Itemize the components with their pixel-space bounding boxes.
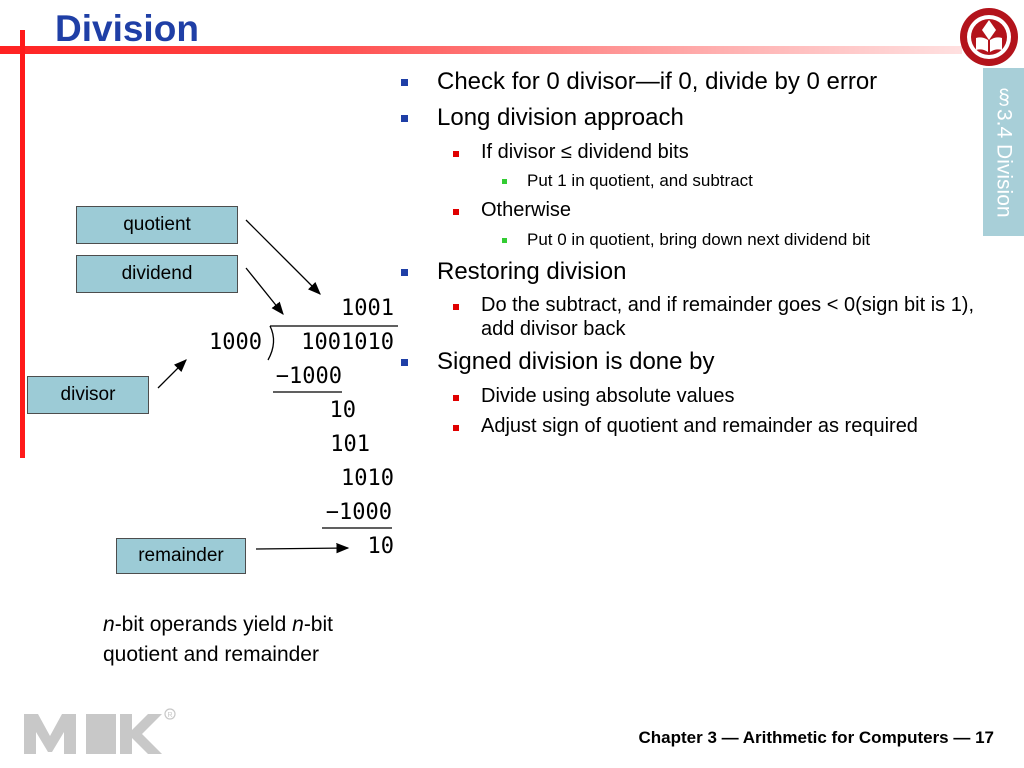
slide-footer: Chapter 3 — Arithmetic for Computers — 1… (638, 728, 995, 747)
bullet-item: Put 0 in quotient, bring down next divid… (396, 230, 986, 250)
caption-text: -bit (303, 613, 333, 636)
bullet-item: Long division approach (396, 104, 986, 132)
section-tab-label: §3.4 Division (992, 86, 1016, 218)
division-step: 1010 (341, 466, 394, 491)
caption: n-bit operands yield n-bit quotient and … (103, 610, 333, 670)
section-tab: §3.4 Division (983, 68, 1024, 236)
quotient-value: 1001 (341, 296, 394, 321)
bullet-item: Adjust sign of quotient and remainder as… (396, 415, 986, 439)
bullet-item: Signed division is done by (396, 348, 986, 376)
bullet-item: Divide using absolute values (396, 385, 986, 409)
dividend-arrow (245, 267, 284, 316)
slide-title: Division (55, 8, 199, 49)
remainder-arrow (255, 542, 350, 554)
division-step: −1000 (325, 500, 392, 525)
division-step: 101 (330, 432, 370, 457)
bullet-item: Put 1 in quotient, and subtract (396, 171, 986, 191)
bullet-list: Check for 0 divisor—if 0, divide by 0 er… (396, 68, 986, 446)
dividend-label: dividend (76, 255, 238, 293)
division-step: 10 (329, 398, 357, 423)
mk-publisher-logo-icon: R (24, 708, 176, 754)
caption-line-1: n-bit operands yield n-bit (103, 610, 333, 640)
remainder-label: remainder (116, 538, 246, 574)
caption-n: n (292, 613, 304, 636)
division-bracket (267, 325, 275, 361)
dividend-value: 1001010 (301, 330, 394, 355)
publisher-seal-icon (960, 8, 1018, 66)
bullet-item: Do the subtract, and if remainder goes <… (396, 294, 986, 341)
divisor-label: divisor (27, 376, 149, 414)
bullet-item: If divisor ≤ dividend bits (396, 141, 986, 165)
divisor-arrow (157, 359, 187, 389)
quotient-arrow (245, 219, 321, 295)
title-accent-bar (0, 46, 962, 54)
bullet-item: Check for 0 divisor—if 0, divide by 0 er… (396, 68, 986, 96)
left-accent-bar (20, 30, 25, 458)
caption-line-2: quotient and remainder (103, 643, 319, 666)
quotient-label: quotient (76, 206, 238, 244)
bullet-item: Otherwise (396, 199, 986, 223)
caption-text: -bit operands yield (114, 613, 293, 636)
division-step: −1000 (275, 364, 342, 389)
remainder-value: 10 (367, 534, 395, 559)
bullet-item: Restoring division (396, 258, 986, 286)
svg-text:R: R (168, 712, 173, 719)
caption-n: n (103, 613, 115, 636)
divisor-value: 1000 (209, 330, 262, 355)
